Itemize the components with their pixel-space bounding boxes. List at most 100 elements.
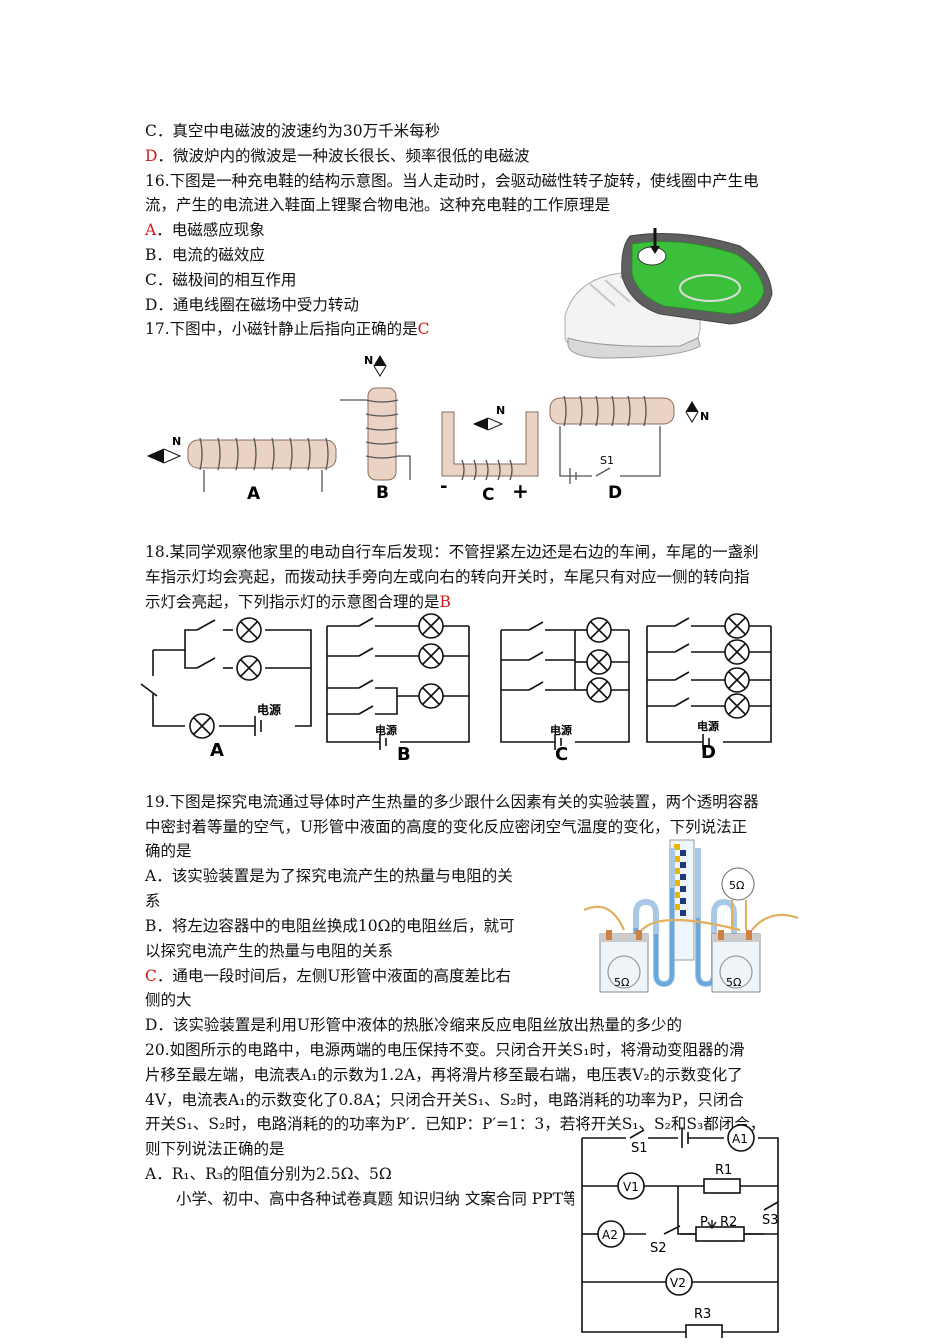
- voltmeter-v1: [617, 1172, 645, 1200]
- voltmeter-v2: [665, 1268, 693, 1296]
- circuit-a: [140, 617, 312, 739]
- label-c: C: [555, 744, 568, 762]
- heat-experiment-figure: 5Ω 5Ω 5Ω: [583, 839, 799, 993]
- q19-option-d: D．该实验装置是利用U形管中液体的热胀冷缩来反应电阻丝放出热量的多少的: [145, 1016, 682, 1034]
- r3-resistor: [685, 1324, 723, 1338]
- q19-option-b-line1: B．将左边容器中的电阻丝换成10Ω的电阻丝后，就可: [145, 917, 515, 935]
- q18-stem-line1: 18.某同学观察他家里的电动自行车后发现：不管捏紧左边还是右边的车闸，车尾的一盏…: [145, 543, 759, 561]
- right-resistor-coil: [719, 955, 753, 989]
- q16-option-a: A．电磁感应现象: [145, 220, 265, 240]
- left-resistor-label: 5Ω: [614, 976, 629, 989]
- s1-label: S1: [631, 1141, 648, 1156]
- switch-s1-label: S1: [600, 454, 614, 467]
- q16-stem-line2: 流，产生的电流进入鞋面上锂聚合物电池。这种充电鞋的工作原理是: [145, 196, 611, 214]
- left-container: [599, 933, 649, 993]
- r1-resistor: [703, 1178, 741, 1194]
- label-b: B: [376, 483, 389, 503]
- q20-option-a: A．R₁、R₃的阻值分别为2.5Ω、5Ω: [145, 1165, 392, 1183]
- needle-d-n-label: N: [700, 410, 709, 423]
- label-c: C: [482, 485, 494, 505]
- q17-stem-text: 17.下图中，小磁针静止后指向正确的是: [145, 320, 418, 338]
- q16-option-a-text: ．电磁感应现象: [156, 221, 265, 239]
- terminal-minus: -: [440, 476, 447, 497]
- top-resistor-label: 5Ω: [729, 879, 744, 892]
- q19-stem-line3: 确的是: [145, 842, 192, 860]
- q19-option-a-line2: 系: [145, 892, 161, 910]
- label-d: D: [608, 483, 622, 503]
- q19-option-c-letter: C: [145, 967, 157, 985]
- u-magnet-core: [441, 411, 539, 477]
- circuit-d: [646, 613, 772, 750]
- q16-option-a-letter: A: [145, 221, 157, 239]
- q15-option-c: C．真空中电磁波的波速约为30万千米每秒: [145, 122, 441, 140]
- solenoid-d-core: [549, 397, 675, 425]
- source-label-c: 电源: [550, 723, 572, 737]
- q18-stem-text: 示灯会亮起，下列指示灯的示意图合理的是: [145, 593, 440, 611]
- q20-stem-line5: 则下列说法正确的是: [145, 1140, 285, 1158]
- needle-c-n-label: N: [496, 404, 505, 417]
- solenoid-d-coil: [559, 395, 661, 484]
- circuit-wires: [581, 1128, 779, 1333]
- q16-option-b: B．电流的磁效应: [145, 246, 265, 264]
- q19-option-c-line2: 侧的大: [145, 991, 192, 1009]
- footer-ad: 小学、初中、高中各种试卷真题 知识归纳 文案合同 PPT等: [176, 1190, 574, 1208]
- left-resistor-coil: [607, 955, 641, 989]
- q18-stem-line2: 车指示灯均会亮起，而拨动扶手旁向左或向右的转向开关时，车尾只有对应一侧的转向指: [145, 568, 750, 586]
- top-resistor-bulb: [721, 867, 755, 901]
- a2-label: A2: [602, 1228, 618, 1242]
- charging-shoe-figure: [564, 228, 773, 359]
- q19-stem-line1: 19.下图是探究电流通过导体时产生热量的多少跟什么因素有关的实验装置，两个透明容…: [145, 793, 759, 811]
- q15-option-d: D．微波炉内的微波是一种波长很长、频率很低的电磁波: [145, 146, 529, 166]
- s2-label: S2: [650, 1241, 667, 1256]
- q18-answer: B: [439, 593, 451, 611]
- sneaker-sole: [567, 337, 701, 359]
- q19-option-c-line1: C．通电一段时间后，左侧U形管中液面的高度差比右: [145, 966, 511, 986]
- solenoid-a-core: [187, 439, 337, 469]
- s3-label: S3: [762, 1213, 779, 1228]
- circuit-c: [500, 617, 630, 750]
- q20-stem-line2: 片移至最左端，电流表A₁的示数为1.2A，再将滑片移至最右端，电压表V₂的示数变…: [145, 1066, 743, 1084]
- q17-stem: 17.下图中，小磁针静止后指向正确的是C: [145, 319, 430, 339]
- label-b: B: [397, 744, 411, 762]
- slider-arrow: [707, 1220, 717, 1230]
- magnet-needle-figure: N A N B N - C + N S1 D: [146, 354, 709, 505]
- source-label-a: 电源: [257, 702, 281, 717]
- q19-stem-line2: 中密封着等量的空气，U形管中液面的高度的变化反应密闭空气温度的变化，下列说法正: [145, 818, 748, 836]
- ammeter-a2: [597, 1220, 625, 1248]
- r2-rheostat: [695, 1226, 745, 1242]
- q16-stem-line1: 16.下图是一种充电鞋的结构示意图。当人走动时，会驱动磁性转子旋转，使线圈中产生…: [145, 172, 759, 190]
- source-label-d: 电源: [697, 719, 719, 733]
- circuit-b: [326, 613, 470, 750]
- q20-circuit-figure: S1 A1 R1 V1 S3 P R2 A2 S2 V2 R3: [581, 1124, 779, 1338]
- rotor-circle: [637, 246, 667, 266]
- q15-option-d-letter: D: [145, 147, 158, 165]
- terminal-plus: +: [512, 479, 529, 503]
- q19-option-a-line1: A．该实验装置是为了探究电流产生的热量与电阻的关: [145, 867, 513, 885]
- needle-b-n-label: N: [364, 354, 373, 367]
- ammeter-a1: [727, 1124, 755, 1152]
- q19-option-c-text: ．通电一段时间后，左侧U形管中液面的高度差比右: [156, 967, 511, 985]
- label-a: A: [247, 484, 261, 504]
- v1-label: V1: [623, 1180, 639, 1194]
- label-d: D: [701, 742, 716, 762]
- source-label-b: 电源: [375, 723, 397, 737]
- ruler-ticks: [674, 844, 680, 910]
- q17-answer: C: [417, 320, 430, 338]
- coil-loop: [679, 274, 741, 302]
- needle-a-n-label: N: [172, 435, 181, 448]
- u-magnet-coil: [461, 459, 513, 481]
- label-a: A: [210, 740, 224, 761]
- q16-option-c: C．磁极间的相互作用: [145, 271, 297, 289]
- r2-label: R2: [720, 1215, 737, 1230]
- solenoid-a-coil: [199, 437, 329, 492]
- r1-label: R1: [715, 1163, 732, 1178]
- q20-stem-line3: 4V，电流表A₁的示数变化了0.8A；只闭合开关S₁、S₂时，电路消耗的功率为P…: [145, 1091, 744, 1109]
- q20-stem-line1: 20.如图所示的电路中，电源两端的电压保持不变。只闭合开关S₁时，将滑动变阻器的…: [145, 1041, 745, 1059]
- p-label: P: [700, 1215, 708, 1230]
- v2-label: V2: [670, 1276, 686, 1290]
- q19-option-b-line2: 以探究电流产生的热量与电阻的关系: [145, 942, 394, 960]
- q16-option-d: D．通电线圈在磁场中受力转动: [145, 296, 359, 314]
- brake-light-circuits-figure: 电源 电源 电源 电源 A B C D: [140, 613, 772, 762]
- right-resistor-label: 5Ω: [726, 976, 741, 989]
- r3-label: R3: [694, 1307, 711, 1322]
